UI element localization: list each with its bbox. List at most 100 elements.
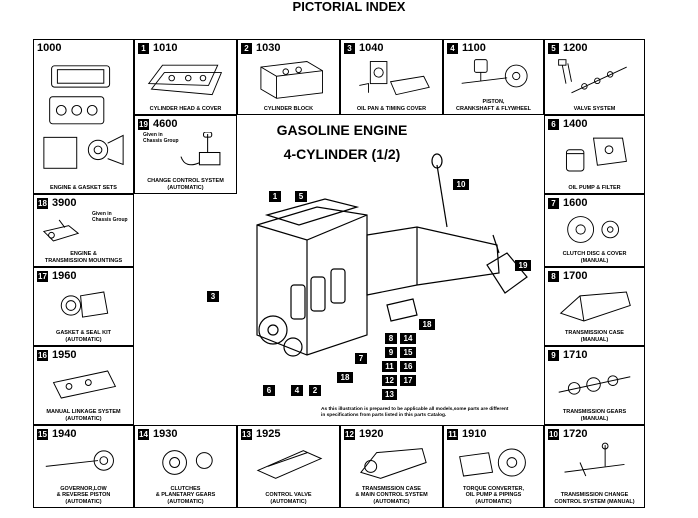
callout-8: 8 xyxy=(385,333,397,344)
part-code: 1910 xyxy=(462,428,487,440)
callout-1: 1 xyxy=(269,191,281,202)
part-number-badge: 12 xyxy=(344,428,355,440)
index-cell-1200[interactable]: 5 1200 VALVE SYSTEM xyxy=(544,39,645,115)
part-code: 1930 xyxy=(153,428,178,440)
callout-6: 6 xyxy=(263,385,275,396)
index-cell-1000[interactable]: 1000 ENGINE & GASKET SETS xyxy=(33,39,134,194)
part-number-badge: 6 xyxy=(548,118,559,130)
index-cell-3900[interactable]: 18 3900 Given in Chassis Group ENGINE & T… xyxy=(33,194,134,267)
callout-7: 7 xyxy=(355,353,367,364)
manual-linkage-illustration xyxy=(40,363,127,406)
part-caption: GASKET & SEAL KIT (AUTOMATIC) xyxy=(56,330,111,343)
callout-12: 12 xyxy=(382,375,397,386)
index-cell-1030[interactable]: 2 1030 CYLINDER BLOCK xyxy=(237,39,340,115)
index-cell-1710[interactable]: 9 1710 TRANSMISSION GEARS (MANUAL) xyxy=(544,346,645,425)
callout-13: 13 xyxy=(382,389,397,400)
part-caption: GOVERNOR,LOW & REVERSE PISTON (AUTOMATIC… xyxy=(56,485,111,505)
part-caption: CONTROL VALVE (AUTOMATIC) xyxy=(265,492,312,505)
part-code: 1400 xyxy=(563,118,588,130)
part-number-badge: 9 xyxy=(548,349,559,361)
part-caption: TRANSMISSION CASE (MANUAL) xyxy=(565,330,624,343)
engine-mountings-illustration xyxy=(40,211,83,248)
control-valve-illustration xyxy=(244,442,333,483)
engine-subtitle: 4-CYLINDER (1/2) xyxy=(283,146,401,162)
part-code: 1010 xyxy=(153,42,178,54)
part-number-badge: 3 xyxy=(344,42,355,54)
callout-18b: 18 xyxy=(337,372,353,383)
part-code: 1030 xyxy=(256,42,281,54)
part-caption: VALVE SYSTEM xyxy=(573,105,616,112)
page-title: PICTORIAL INDEX xyxy=(292,0,406,14)
part-number-badge: 4 xyxy=(447,42,458,54)
part-code: 1920 xyxy=(359,428,384,440)
callout-17: 17 xyxy=(400,375,416,386)
cylinder-head-illustration xyxy=(141,56,230,102)
part-caption: TRANSMISSION CASE & MAIN CONTROL SYSTEM … xyxy=(355,485,428,505)
torque-converter-illustration xyxy=(450,442,537,483)
part-code: 1925 xyxy=(256,428,281,440)
callout-11: 11 xyxy=(382,361,397,372)
part-code: 3900 xyxy=(52,197,77,209)
change-control-manual-illustration xyxy=(551,442,638,483)
part-code: 1200 xyxy=(563,42,588,54)
index-cell-1940[interactable]: 15 1940 GOVERNOR,LOW & REVERSE PISTON (AU… xyxy=(33,425,134,508)
clutch-disc-illustration xyxy=(551,211,638,248)
part-caption: ENGINE & TRANSMISSION MOUNTINGS xyxy=(44,251,123,264)
part-code: 1040 xyxy=(359,42,384,54)
illustration-disclaimer: As this illustration is prepared to be a… xyxy=(321,407,509,418)
index-cell-1400[interactable]: 6 1400 OIL PUMP & FILTER xyxy=(544,115,645,194)
piston-crankshaft-illustration xyxy=(450,56,537,96)
part-code: 1710 xyxy=(563,349,588,361)
part-caption: CYLINDER BLOCK xyxy=(263,105,314,112)
part-caption: PISTON, CRANKSHAFT & FLYWHEEL xyxy=(456,99,531,112)
part-number-badge: 2 xyxy=(241,42,252,54)
index-cell-1720[interactable]: 10 1720 TRANSMISSION CHANGE CONTROL SYSTE… xyxy=(544,425,645,508)
gasket-seal-kit-illustration xyxy=(40,284,127,327)
valve-system-illustration xyxy=(551,56,638,102)
part-number-badge: 11 xyxy=(447,428,458,440)
transmission-case-auto-illustration xyxy=(347,442,436,483)
part-number-badge: 15 xyxy=(37,428,48,440)
chassis-note: Given in Chassis Group xyxy=(143,132,179,144)
index-cell-1920[interactable]: 12 1920 TRANSMISSION CASE & MAIN CONTROL … xyxy=(340,425,443,508)
part-number-badge: 5 xyxy=(548,42,559,54)
part-caption: TRANSMISSION GEARS (MANUAL) xyxy=(562,409,627,422)
part-code: 1940 xyxy=(52,428,77,440)
part-code: 1600 xyxy=(563,197,588,209)
chassis-note: Given in Chassis Group xyxy=(92,211,128,223)
part-number-badge: 1 xyxy=(138,42,149,54)
engine-assembly-illustration xyxy=(256,153,528,357)
part-number-badge: 14 xyxy=(138,428,149,440)
callout-14: 14 xyxy=(400,333,416,344)
part-number-badge: 10 xyxy=(548,428,559,440)
callout-3: 3 xyxy=(207,291,219,302)
part-number-badge: 19 xyxy=(138,118,149,130)
part-number-badge: 13 xyxy=(241,428,252,440)
part-code: 1720 xyxy=(563,428,588,440)
part-code: 1000 xyxy=(37,42,62,54)
index-cell-1925[interactable]: 13 1925 CONTROL VALVE (AUTOMATIC) xyxy=(237,425,340,508)
part-caption: MANUAL LINKAGE SYSTEM (AUTOMATIC) xyxy=(46,409,121,422)
transmission-gears-illustration xyxy=(551,363,638,406)
part-caption: OIL PUMP & FILTER xyxy=(568,184,621,191)
part-number-badge: 8 xyxy=(548,270,559,282)
part-caption: CYLINDER HEAD & COVER xyxy=(149,105,222,112)
callout-9: 9 xyxy=(385,347,397,358)
callout-16: 16 xyxy=(400,361,416,372)
part-caption: TRANSMISSION CHANGE CONTROL SYSTEM (MANU… xyxy=(554,492,635,505)
engine-gasket-illustration xyxy=(40,56,127,181)
index-cell-1010[interactable]: 1 1010 CYLINDER HEAD & COVER xyxy=(134,39,237,115)
engine-title: GASOLINE ENGINE xyxy=(276,122,408,138)
callout-10: 10 xyxy=(453,179,469,190)
part-code: 4600 xyxy=(153,118,178,130)
part-number-badge: 18 xyxy=(37,197,48,209)
